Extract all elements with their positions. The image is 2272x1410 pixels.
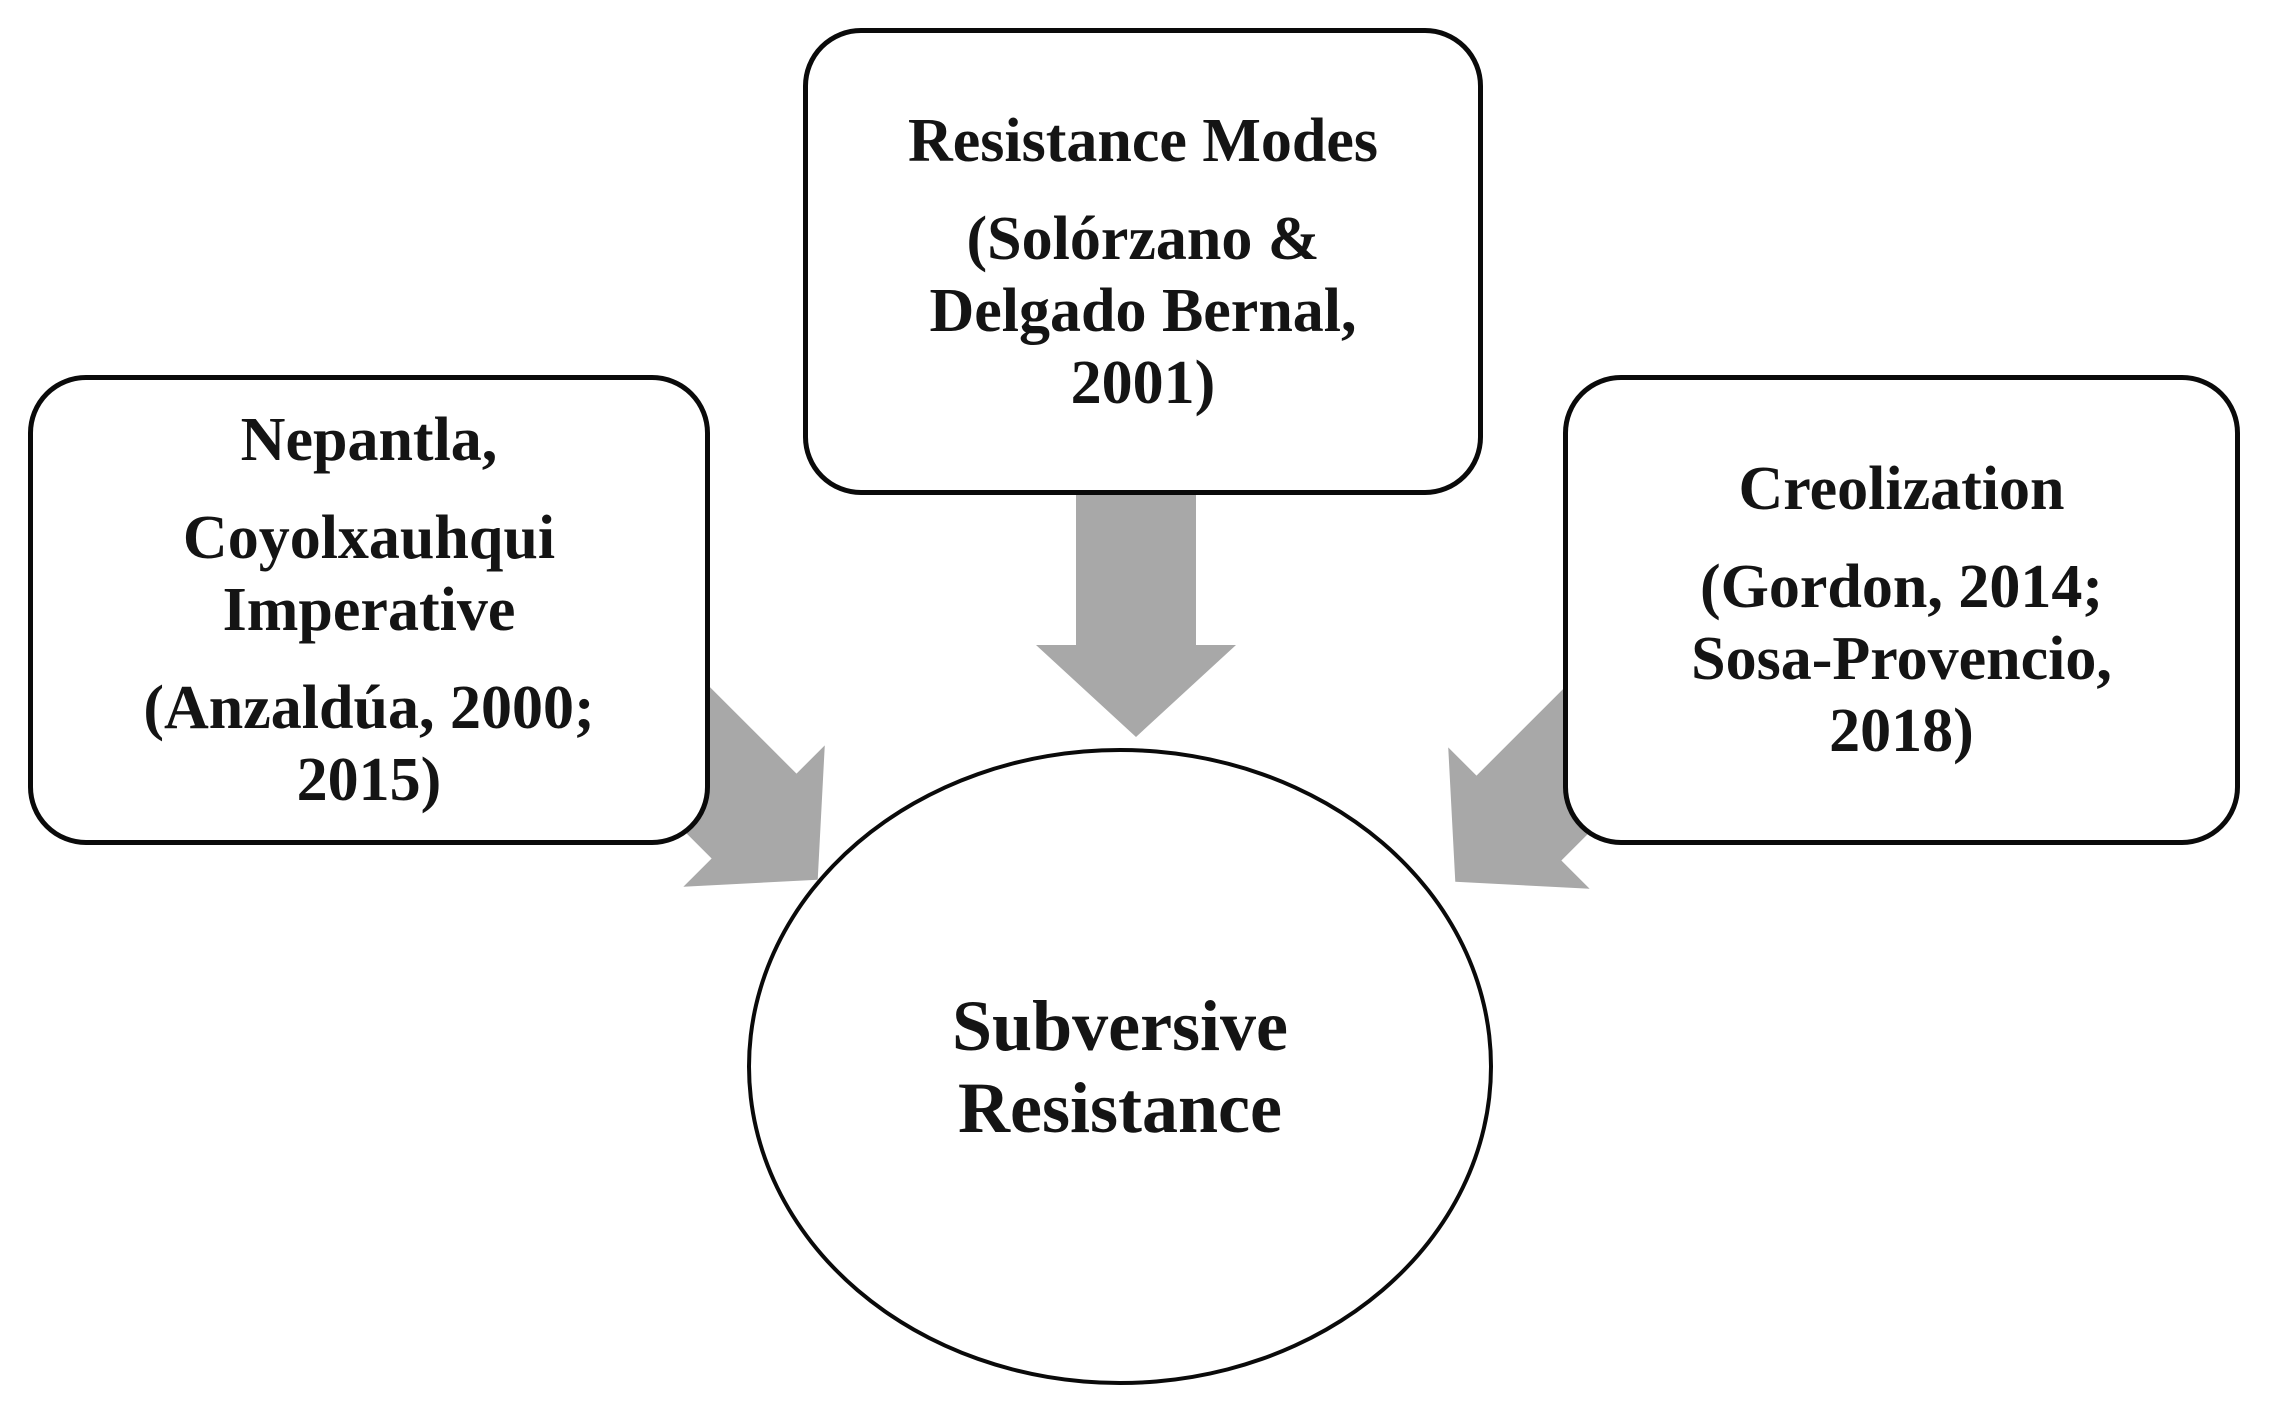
creolization-citation: (Gordon, 2014; Sosa-Provencio, 2018) (1691, 553, 2112, 765)
nepantla-title: Nepantla, (240, 406, 498, 474)
resistance-modes-citation: (Solórzano & Delgado Bernal, 2001) (929, 204, 1357, 417)
subversive-resistance-label: Subversive Resistance (951, 985, 1289, 1148)
block-arrow-down-icon (1036, 490, 1236, 737)
node-subversive-resistance: Subversive Resistance (747, 748, 1493, 1385)
node-nepantla-coyolxauhqui: Nepantla, Coyolxauhqui Imperative (Anzal… (28, 375, 710, 845)
creolization-title: Creolization (1738, 455, 2065, 523)
resistance-modes-title: Resistance Modes (907, 106, 1379, 175)
node-creolization: Creolization (Gordon, 2014; Sosa-Provenc… (1563, 375, 2240, 845)
node-resistance-modes: Resistance Modes (Solórzano & Delgado Be… (803, 28, 1483, 495)
nepantla-subtitle: Coyolxauhqui Imperative (182, 504, 556, 644)
nepantla-citation: (Anzaldúa, 2000; 2015) (143, 674, 595, 814)
